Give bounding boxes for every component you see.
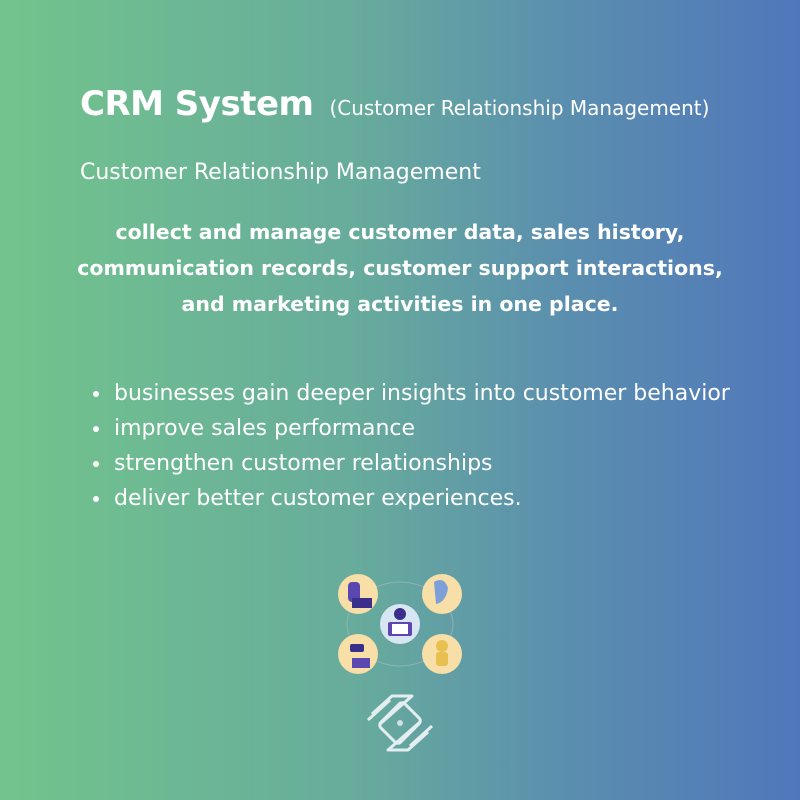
title-row: CRM System (Customer Relationship Manage… — [80, 84, 709, 124]
avatar-top-right — [422, 574, 462, 614]
avatar-center — [380, 604, 420, 644]
list-item: improve sales performance — [112, 411, 752, 446]
list-item: businesses gain deeper insights into cus… — [112, 376, 752, 411]
avatar-bottom-right — [422, 634, 462, 674]
benefits-list: businesses gain deeper insights into cus… — [90, 376, 752, 516]
lead-text: collect and manage customer data, sales … — [77, 220, 723, 316]
list-item: deliver better customer experiences. — [112, 481, 752, 516]
brand-logo-icon — [366, 694, 434, 752]
avatar-bottom-left — [338, 634, 378, 674]
subheading: Customer Relationship Management — [80, 160, 481, 185]
list-item: strengthen customer relationships — [112, 446, 752, 481]
page-title: CRM System — [80, 84, 314, 124]
avatar-top-left — [338, 574, 378, 614]
title-expansion: (Customer Relationship Management) — [329, 96, 710, 120]
team-crm-illustration-icon — [338, 574, 462, 674]
